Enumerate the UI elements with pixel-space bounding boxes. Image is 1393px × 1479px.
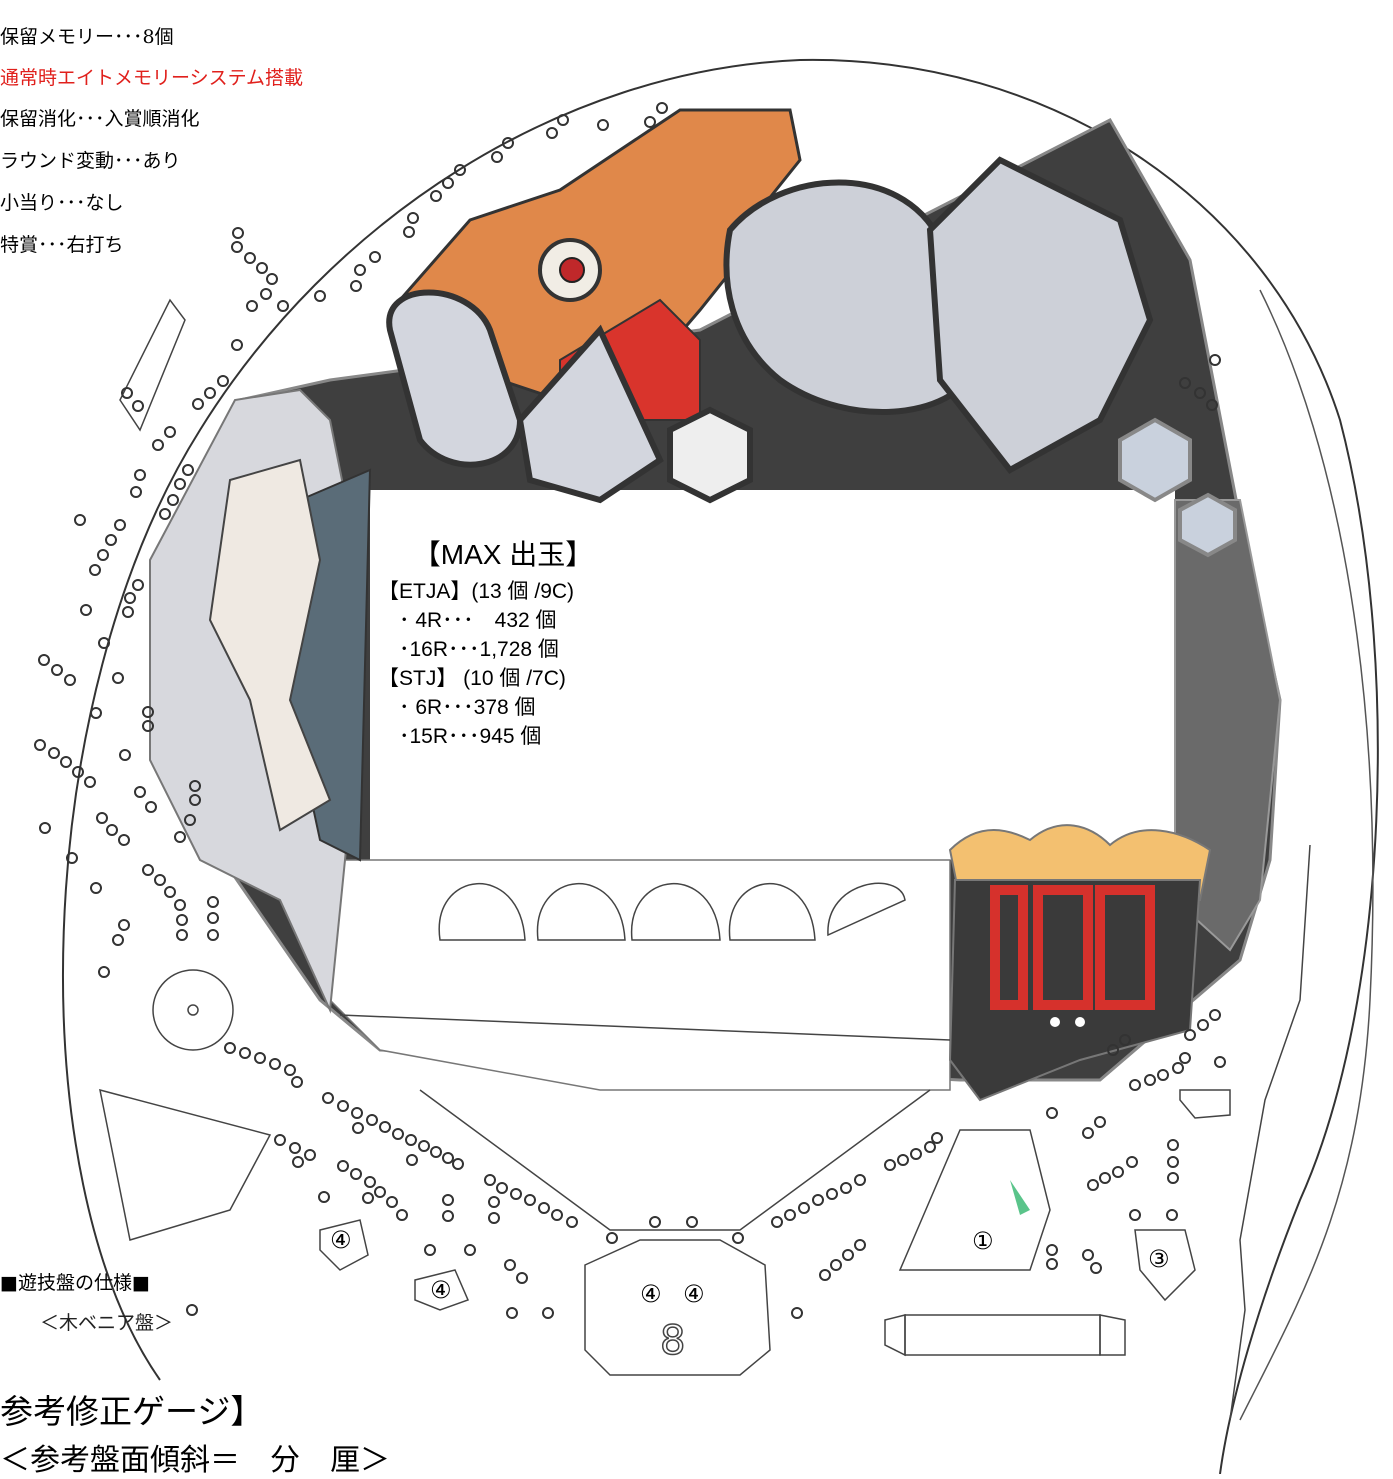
- lower-rail: [339, 1014, 951, 1041]
- spec-line-memory: 保留メモリー･･･8個: [0, 26, 174, 48]
- spec-line-round-change: ラウンド変動･･･あり: [0, 150, 181, 172]
- digit-3: [1095, 885, 1155, 1010]
- spec-line-jackpot: 特賞･･･右打ち: [0, 234, 124, 256]
- max-line: ･16R･･･1,728 個: [378, 638, 559, 661]
- spec-line-small-hit: 小当り･･･なし: [0, 192, 124, 214]
- pocket-label-3: ③: [1148, 1245, 1170, 1273]
- right-attacker: [904, 1314, 1101, 1356]
- max-line: ･15R･･･945 個: [378, 725, 542, 748]
- chucker-1: [898, 1129, 1051, 1271]
- digit-1: [990, 885, 1028, 1010]
- gauge-title: 参考修正ゲージ】: [0, 1392, 264, 1431]
- pocket-label-4-center-b: ④: [683, 1280, 705, 1308]
- pocket-label-4-left: ④: [330, 1226, 352, 1254]
- counter-body: [948, 879, 1202, 1102]
- max-line: 【ETJA】(13 個 /9C): [378, 580, 575, 603]
- inner-rail: [1239, 289, 1374, 1421]
- attacker-label-8: 8: [659, 1317, 686, 1365]
- lcd-screen: [370, 490, 1175, 860]
- spec-line-digest: 保留消化･･･入賞順消化: [0, 108, 200, 130]
- logo-hexagon: [667, 406, 753, 504]
- max-payout-box: 【MAX 出玉】 【ETJA】(13 個 /9C) ･ 4R･･･ 432 個 …: [378, 533, 638, 751]
- max-payout-title: 【MAX 出玉】: [412, 539, 594, 570]
- max-line: ･ 6R･･･378 個: [378, 696, 536, 719]
- pocket-label-4-bottom: ④: [430, 1276, 452, 1304]
- hex-gem-1: [1118, 417, 1192, 503]
- logo-letter-g2: [723, 179, 984, 415]
- left-claws: [208, 458, 332, 832]
- left-wheel: [152, 969, 234, 1051]
- lower-left-plate: [99, 1088, 272, 1241]
- center-attacker: [584, 1239, 771, 1376]
- board-spec-heading: ■遊技盤の仕様■: [0, 1272, 150, 1294]
- holder-chambers: [438, 882, 906, 941]
- pocket-label-4-center-a: ④: [640, 1280, 662, 1308]
- digit-2: [1033, 885, 1093, 1010]
- nail-pins: [34, 102, 1226, 1319]
- spec-line-eight-memory: 通常時エイトメモリーシステム搭載: [0, 67, 304, 89]
- right-outlane: [1229, 844, 1311, 1421]
- pocket-4-bottom-shape: [414, 1269, 470, 1311]
- upper-left-rail: [119, 298, 186, 432]
- logo-letter-a1: [516, 324, 664, 504]
- pocket-label-1: ①: [972, 1227, 994, 1255]
- board-spec-material: ＜木ベニア盤＞: [40, 1312, 174, 1334]
- logo-letter-a2: [926, 156, 1154, 474]
- gauge-tilt: ＜参考盤面傾斜＝ 分 厘＞: [0, 1443, 390, 1478]
- pocket-3-shape: [1134, 1229, 1196, 1302]
- max-line: ･ 4R･･･ 432 個: [378, 609, 557, 632]
- pocket-4-left-shape: [319, 1219, 369, 1271]
- hex-gem-2: [1178, 492, 1237, 558]
- stage: [329, 859, 951, 1091]
- max-line: 【STJ】 (10 個 /7C): [378, 667, 566, 690]
